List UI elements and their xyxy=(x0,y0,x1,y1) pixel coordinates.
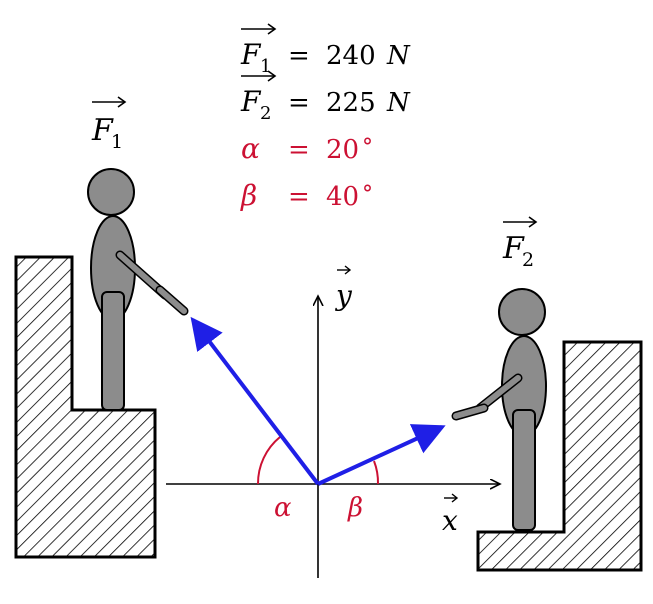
given-subscript: 2 xyxy=(260,103,271,124)
left-wall xyxy=(14,255,157,559)
given-value: 20 xyxy=(326,135,359,165)
given-symbol: α xyxy=(241,132,260,165)
alpha-label: α xyxy=(274,493,292,523)
vector-arrow-head xyxy=(267,23,277,35)
given-row: α = 20° xyxy=(241,132,373,165)
given-unit: ° xyxy=(362,135,373,160)
given-symbol: F xyxy=(240,85,262,118)
svg-text:F: F xyxy=(502,231,525,266)
given-value: 240 xyxy=(326,41,376,71)
svg-text:1: 1 xyxy=(111,131,123,153)
given-subscript: 1 xyxy=(260,56,271,77)
right-person xyxy=(451,288,547,531)
given-unit: ° xyxy=(362,182,373,207)
vector-arrow-head xyxy=(267,70,277,82)
given-equals: = xyxy=(288,88,310,118)
given-symbol: F xyxy=(240,38,262,71)
x-axis-label: x xyxy=(442,493,459,537)
right-wall xyxy=(476,340,643,572)
label-f2: F 2 xyxy=(502,216,538,271)
label-f1: F 1 xyxy=(91,96,127,153)
given-equals: = xyxy=(288,41,310,71)
beta-label: β xyxy=(347,493,363,523)
left-person xyxy=(87,168,189,411)
svg-text:F: F xyxy=(91,113,114,148)
alpha-arc xyxy=(256,436,281,485)
force-vector-f2 xyxy=(317,424,446,486)
svg-text:x: x xyxy=(442,504,458,537)
force-vector-f1 xyxy=(190,316,320,486)
given-equals: = xyxy=(288,182,310,212)
given-unit: N xyxy=(386,88,411,118)
beta-arc xyxy=(373,460,380,485)
given-symbol: β xyxy=(240,179,257,212)
given-value: 40 xyxy=(326,182,359,212)
svg-text:y: y xyxy=(334,279,353,312)
given-row: β = 40° xyxy=(240,179,373,212)
given-value: 225 xyxy=(326,88,376,118)
y-axis-label: y xyxy=(334,265,353,312)
given-equals: = xyxy=(288,135,310,165)
given-unit: N xyxy=(386,41,411,71)
svg-text:2: 2 xyxy=(522,249,534,271)
